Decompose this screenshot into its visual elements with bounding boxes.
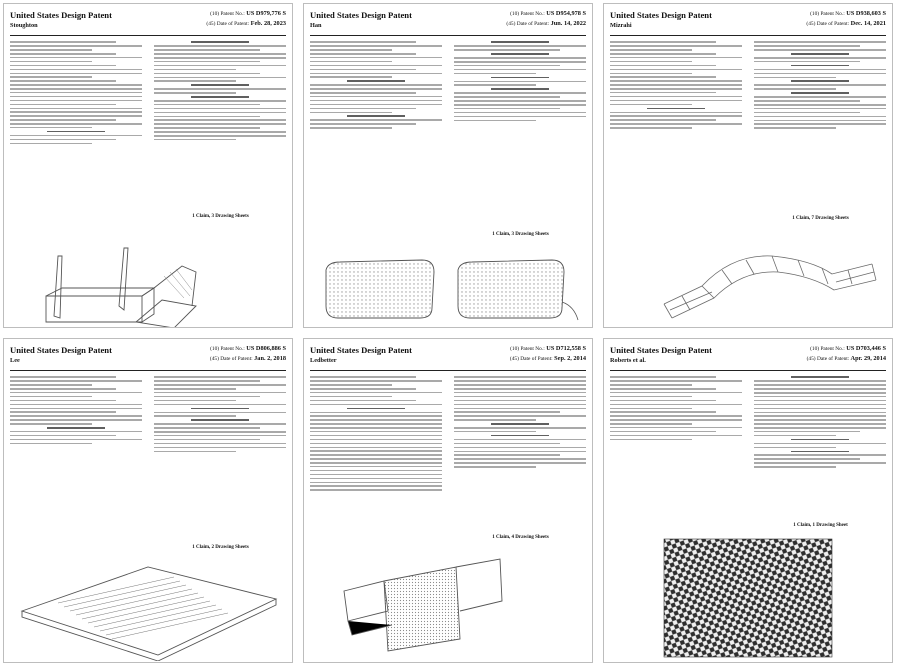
right-column — [753, 374, 886, 470]
right-column — [453, 39, 586, 123]
claim-heading — [790, 438, 849, 441]
description-heading — [190, 96, 249, 98]
patent-drawing-two-pads — [325, 259, 579, 321]
patent-number-row: (10) Patent No.: US D938,603 S — [810, 10, 886, 17]
patent-number-row: (10) Patent No.: US D712,558 S — [510, 345, 586, 352]
patent-date: Sep. 2, 2014 — [554, 355, 586, 362]
patent-date: Feb. 28, 2023 — [250, 20, 286, 27]
references-heading — [347, 407, 406, 410]
sheet-count: 1 Claim, 2 Drawing Sheets — [192, 545, 249, 550]
description-heading — [790, 92, 849, 94]
patent-date-row: (45) Date of Patent: Jun. 14, 2022 — [506, 20, 586, 27]
patent-date-row: (45) Date of Patent: Jan. 2, 2018 — [209, 355, 286, 362]
claim-heading — [490, 76, 549, 79]
patent-date-row: (45) Date of Patent: Feb. 28, 2023 — [206, 20, 286, 27]
references-heading — [790, 376, 849, 378]
patent-header: United States Design Patent Lee (10) Pat… — [10, 345, 286, 371]
patent-body — [10, 39, 286, 321]
sheet-count: 1 Claim, 7 Drawing Sheets — [792, 216, 849, 221]
patent-title: United States Design Patent — [310, 345, 412, 355]
inventor-name: Stoughton — [10, 22, 38, 29]
claim-heading — [790, 80, 849, 83]
claim-heading — [490, 423, 549, 425]
patent-body — [310, 374, 586, 656]
claim-heading — [190, 407, 249, 410]
sheet-count: 1 Claim, 3 Drawing Sheets — [192, 214, 249, 219]
left-column — [310, 374, 443, 493]
patent-date: Dec. 14, 2021 — [850, 20, 886, 27]
patent-body — [610, 39, 886, 321]
left-column — [610, 39, 743, 131]
left-column — [10, 374, 143, 447]
references-heading — [647, 107, 706, 110]
patent-number-row: (10) Patent No.: US D703,446 S — [810, 345, 886, 352]
patent-number: US D806,886 S — [246, 345, 286, 352]
patent-number: US D712,558 S — [546, 345, 586, 352]
patent-page-6[interactable]: United States Design Patent Roberts et a… — [603, 338, 893, 663]
patent-page-1[interactable]: United States Design Patent Stoughton (1… — [3, 3, 293, 328]
right-column — [153, 39, 286, 143]
patent-title: United States Design Patent — [310, 10, 412, 20]
patent-drawing-ribbed-pad — [20, 566, 278, 661]
patent-body — [10, 374, 286, 656]
patent-date-row: (45) Date of Patent: Sep. 2, 2014 — [509, 355, 586, 362]
description-heading — [490, 88, 549, 90]
patent-title: United States Design Patent — [610, 10, 712, 20]
patent-page-5[interactable]: United States Design Patent Ledbetter (1… — [303, 338, 593, 663]
claim-heading — [190, 84, 249, 86]
sheet-count: 1 Claim, 3 Drawing Sheets — [492, 232, 549, 237]
right-column — [153, 374, 286, 454]
patent-date: Apr. 29, 2014 — [850, 355, 886, 362]
left-column — [310, 39, 443, 131]
patent-drawing-textured-square — [663, 538, 833, 658]
inventor-name: Roberts et al. — [610, 357, 646, 364]
patent-number-row: (10) Patent No.: US D806,886 S — [210, 345, 286, 352]
inventor-name: Lee — [10, 357, 20, 364]
left-column — [610, 374, 743, 443]
inventor-name: Ledbetter — [310, 357, 337, 364]
patent-date: Jan. 2, 2018 — [254, 355, 286, 362]
right-column — [753, 39, 886, 131]
patent-date-row: (45) Date of Patent: Apr. 29, 2014 — [806, 355, 886, 362]
sheet-count: 1 Claim, 1 Drawing Sheet — [793, 523, 848, 528]
patent-header: United States Design Patent Han (10) Pat… — [310, 10, 586, 36]
patent-drawing-strip-pad — [343, 558, 503, 652]
patent-page-2[interactable]: United States Design Patent Han (10) Pat… — [303, 3, 593, 328]
patent-header: United States Design Patent Stoughton (1… — [10, 10, 286, 36]
inventor-name: Han — [310, 22, 322, 29]
patent-number-row: (10) Patent No.: US D979,776 S — [210, 10, 286, 17]
patent-title: United States Design Patent — [10, 345, 112, 355]
patent-header: United States Design Patent Ledbetter (1… — [310, 345, 586, 371]
patent-title: United States Design Patent — [610, 345, 712, 355]
patent-number: US D703,446 S — [846, 345, 886, 352]
patent-date: Jun. 14, 2022 — [550, 20, 586, 27]
references-heading — [47, 130, 106, 133]
references-heading — [347, 115, 406, 117]
patent-body — [610, 374, 886, 656]
patent-body — [310, 39, 586, 321]
patent-page-3[interactable]: United States Design Patent Mizrahi (10)… — [603, 3, 893, 328]
patent-header: United States Design Patent Roberts et a… — [610, 345, 886, 371]
patent-header: United States Design Patent Mizrahi (10)… — [610, 10, 886, 36]
description-heading — [790, 450, 849, 453]
left-column — [10, 39, 143, 147]
patent-page-4[interactable]: United States Design Patent Lee (10) Pat… — [3, 338, 293, 663]
patent-drawing-router-pad — [45, 247, 197, 327]
description-heading — [490, 434, 549, 437]
patent-number: US D979,776 S — [246, 10, 286, 17]
references-heading — [47, 426, 106, 429]
patent-drawing-curved-pad — [663, 255, 877, 319]
inventor-name: Mizrahi — [610, 22, 632, 29]
patent-title: United States Design Patent — [10, 10, 112, 20]
patent-number-row: (10) Patent No.: US D954,978 S — [510, 10, 586, 17]
patent-number: US D954,978 S — [546, 10, 586, 17]
patent-date-row: (45) Date of Patent: Dec. 14, 2021 — [806, 20, 886, 27]
sheet-count: 1 Claim, 4 Drawing Sheets — [492, 535, 549, 540]
patent-number: US D938,603 S — [846, 10, 886, 17]
right-column — [453, 374, 586, 470]
description-heading — [190, 419, 249, 421]
